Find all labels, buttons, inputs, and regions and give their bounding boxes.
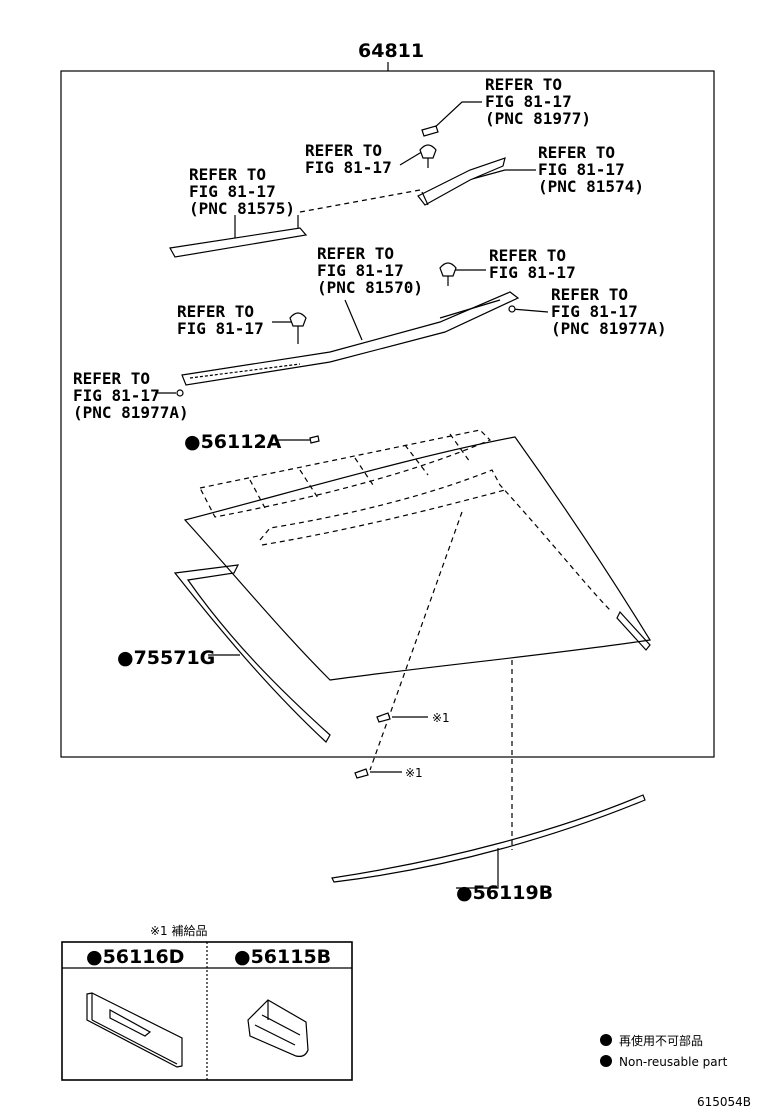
note-mark: ※1 [432, 711, 450, 725]
callout-clip-left[interactable]: REFER TO FIG 81-17 [177, 302, 264, 338]
part-56119b[interactable]: ●56119B [456, 882, 553, 904]
clip-56116d-drawing [86, 992, 183, 1068]
supply-part-56116d[interactable]: ●56116D [86, 946, 184, 968]
supply-part-56115b[interactable]: ●56115B [234, 946, 331, 968]
part-75571g[interactable]: ●75571G [117, 647, 215, 669]
spacer-56112a [309, 435, 320, 444]
molding-81574 [417, 157, 506, 206]
assembly-frame [60, 70, 715, 758]
svg-text:(PNC 81977A): (PNC 81977A) [73, 403, 189, 422]
svg-text:(PNC 81977A): (PNC 81977A) [551, 319, 667, 338]
clip-left-icon [289, 312, 307, 344]
callout-clip-top[interactable]: REFER TO FIG 81-17 [305, 141, 392, 177]
legend-jp: 再使用不可部品 [619, 1033, 703, 1048]
figure-id: 615054B [697, 1095, 751, 1109]
callout-clip-right[interactable]: REFER TO FIG 81-17 [489, 246, 576, 282]
legend-en: Non-reusable part [619, 1055, 728, 1069]
svg-text:REFER TO: REFER TO [177, 302, 254, 321]
svg-text:(PNC 81574): (PNC 81574) [538, 177, 644, 196]
svg-text:FIG 81-17: FIG 81-17 [305, 158, 392, 177]
supply-clip-1 [376, 712, 428, 723]
svg-text:FIG 81-17: FIG 81-17 [317, 261, 404, 280]
svg-text:REFER TO: REFER TO [538, 143, 615, 162]
clip-parts [176, 125, 516, 444]
supply-table-title: ※1 補給品 [150, 924, 208, 938]
svg-text:REFER TO: REFER TO [485, 75, 562, 94]
svg-text:REFER TO: REFER TO [317, 244, 394, 263]
svg-text:(PNC 81570): (PNC 81570) [317, 278, 423, 297]
non-reusable-bullet-icon [600, 1055, 612, 1067]
svg-text:FIG 81-17: FIG 81-17 [551, 302, 638, 321]
back-door-glass [183, 429, 651, 850]
svg-text:REFER TO: REFER TO [551, 285, 628, 304]
callout-pnc-81574[interactable]: REFER TO FIG 81-17 (PNC 81574) [538, 143, 644, 196]
clip-right-icon [439, 262, 457, 286]
svg-text:FIG 81-17: FIG 81-17 [73, 386, 160, 405]
clip-top-icon [419, 144, 437, 168]
callout-pnc-81977a-left[interactable]: REFER TO FIG 81-17 (PNC 81977A) [73, 369, 189, 422]
svg-text:REFER TO: REFER TO [189, 165, 266, 184]
callout-pnc-81977[interactable]: REFER TO FIG 81-17 (PNC 81977) [485, 75, 591, 128]
molding-56119b [331, 794, 646, 889]
svg-text:(PNC 81575): (PNC 81575) [189, 199, 295, 218]
molding-81575 [169, 227, 308, 258]
molding-81570 [181, 291, 520, 386]
clip-81977a-left [176, 389, 184, 397]
dam-75571g [173, 564, 651, 743]
clip-56115b-drawing [247, 999, 309, 1057]
part-56112a[interactable]: ●56112A [184, 431, 282, 453]
svg-text:REFER TO: REFER TO [305, 141, 382, 160]
main-part-number[interactable]: 64811 [358, 40, 424, 62]
supply-table [61, 941, 353, 1081]
callout-pnc-81977a-right[interactable]: REFER TO FIG 81-17 (PNC 81977A) [551, 285, 667, 338]
callout-pnc-81570[interactable]: REFER TO FIG 81-17 (PNC 81570) [317, 244, 423, 297]
svg-text:REFER TO: REFER TO [489, 246, 566, 265]
note-mark: ※1 [405, 766, 423, 780]
supply-clip-2 [354, 768, 402, 779]
svg-text:FIG 81-17: FIG 81-17 [189, 182, 276, 201]
svg-text:FIG 81-17: FIG 81-17 [489, 263, 576, 282]
callout-pnc-81575[interactable]: REFER TO FIG 81-17 (PNC 81575) [189, 165, 295, 218]
svg-text:FIG 81-17: FIG 81-17 [538, 160, 625, 179]
non-reusable-bullet-icon [600, 1034, 612, 1046]
clip-81977a-right [508, 305, 516, 313]
svg-text:REFER TO: REFER TO [73, 369, 150, 388]
clip-81977 [421, 125, 439, 137]
svg-text:(PNC 81977): (PNC 81977) [485, 109, 591, 128]
svg-text:FIG 81-17: FIG 81-17 [485, 92, 572, 111]
svg-text:FIG 81-17: FIG 81-17 [177, 319, 264, 338]
